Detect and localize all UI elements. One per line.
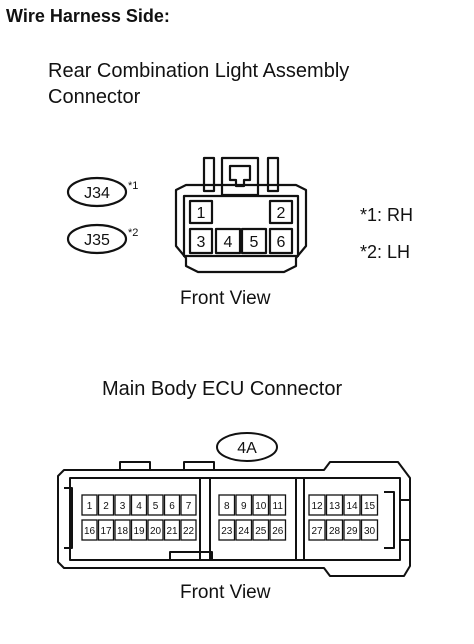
ecu-pin-4: 4 xyxy=(136,501,142,512)
ecu-pin-cell xyxy=(343,494,361,516)
pin-1: 1 xyxy=(197,205,206,222)
ecu-pin-cell xyxy=(218,494,236,516)
note-lh: *2: LH xyxy=(360,242,411,262)
ecu-pin-30: 30 xyxy=(364,526,376,537)
ecu-pin-cell xyxy=(147,494,164,516)
ecu-pin-cell xyxy=(81,519,98,541)
ecu-pin-5: 5 xyxy=(153,501,159,512)
ecu-pin-cell xyxy=(269,494,287,516)
rear-connector-title-line1: Rear Combination Light Assembly xyxy=(48,60,350,82)
pin-2: 2 xyxy=(277,205,286,222)
ecu-pin-7: 7 xyxy=(186,501,192,512)
ecu-pin-cell xyxy=(360,519,379,541)
rear-connector-title-line2: Connector xyxy=(48,86,141,108)
ecu-pin-14: 14 xyxy=(346,501,358,512)
ecu-pin-11: 11 xyxy=(273,501,284,512)
ecu-pin-12: 12 xyxy=(311,501,323,512)
ecu-pin-cell xyxy=(325,494,344,516)
rear-connector-title: Rear Combination Light Assembly Connecto… xyxy=(48,58,349,110)
ecu-pin-cell xyxy=(325,519,344,541)
ecu-pin-cell xyxy=(147,519,164,541)
ecu-pin-cell xyxy=(235,494,253,516)
ecu-pin-24: 24 xyxy=(238,526,250,537)
ecu-pin-13: 13 xyxy=(329,501,341,512)
ecu-pin-20: 20 xyxy=(150,526,162,537)
ecu-pin-cell xyxy=(252,494,270,516)
ecu-pin-3: 3 xyxy=(120,501,126,512)
pin-3: 3 xyxy=(197,234,206,251)
ecu-pin-cell xyxy=(163,494,181,516)
ecu-pin-2: 2 xyxy=(103,501,109,512)
rear-connector-shell xyxy=(174,183,308,274)
ecu-pin-cell xyxy=(97,519,115,541)
ecu-pin-25: 25 xyxy=(255,526,267,537)
ecu-pin-29: 29 xyxy=(346,526,358,537)
ecu-pin-cell xyxy=(114,494,131,516)
ecu-pin-cell xyxy=(163,519,181,541)
ecu-pin-18: 18 xyxy=(117,526,129,537)
code-j35-mark: *2 xyxy=(128,227,138,239)
code-j34: J34 xyxy=(84,185,110,202)
page-title: Wire Harness Side: xyxy=(6,6,170,26)
pin-5: 5 xyxy=(250,234,259,251)
ecu-pin-cell xyxy=(252,519,270,541)
ecu-connector-title: Main Body ECU Connector xyxy=(102,378,343,400)
ecu-pin-8: 8 xyxy=(224,501,230,512)
ecu-pin-9: 9 xyxy=(241,501,247,512)
ecu-connector-shell xyxy=(57,461,411,577)
ecu-pin-21: 21 xyxy=(166,526,178,537)
ecu-pin-cell xyxy=(130,494,148,516)
code-oval-j35 xyxy=(66,223,128,255)
ecu-pin-cell xyxy=(81,494,98,516)
code-oval-4a xyxy=(216,432,278,462)
ecu-pin-cell xyxy=(308,494,326,516)
code-oval-j34 xyxy=(66,176,128,208)
code-j35: J35 xyxy=(84,232,110,249)
ecu-pin-cell xyxy=(180,494,197,516)
ecu-pin-26: 26 xyxy=(272,526,284,537)
pin-4: 4 xyxy=(224,234,233,251)
ecu-front-view-label: Front View xyxy=(180,582,271,603)
ecu-code: 4A xyxy=(237,440,257,457)
ecu-pin-15: 15 xyxy=(364,501,376,512)
ecu-pin-23: 23 xyxy=(221,526,233,537)
ecu-pin-6: 6 xyxy=(169,501,175,512)
ecu-pin-27: 27 xyxy=(311,526,323,537)
ecu-pin-cell xyxy=(343,519,361,541)
ecu-pin-19: 19 xyxy=(133,526,145,537)
ecu-pin-cell xyxy=(218,519,236,541)
ecu-pin-28: 28 xyxy=(329,526,341,537)
rear-front-view-label: Front View xyxy=(180,288,271,309)
ecu-pin-1: 1 xyxy=(87,501,93,512)
ecu-pin-cell xyxy=(97,494,115,516)
ecu-pin-22: 22 xyxy=(183,526,195,537)
ecu-pin-cell xyxy=(235,519,253,541)
ecu-pin-17: 17 xyxy=(100,526,112,537)
ecu-pin-cell xyxy=(360,494,379,516)
ecu-pin-cell xyxy=(114,519,131,541)
ecu-pin-cell xyxy=(269,519,287,541)
ecu-pin-cell xyxy=(308,519,326,541)
code-j34-mark: *1 xyxy=(128,180,138,192)
ecu-pin-cell xyxy=(130,519,148,541)
ecu-pin-cell xyxy=(180,519,197,541)
ecu-pin-10: 10 xyxy=(255,501,267,512)
pin-6: 6 xyxy=(277,234,286,251)
ecu-pin-16: 16 xyxy=(84,526,96,537)
note-rh: *1: RH xyxy=(360,205,414,225)
